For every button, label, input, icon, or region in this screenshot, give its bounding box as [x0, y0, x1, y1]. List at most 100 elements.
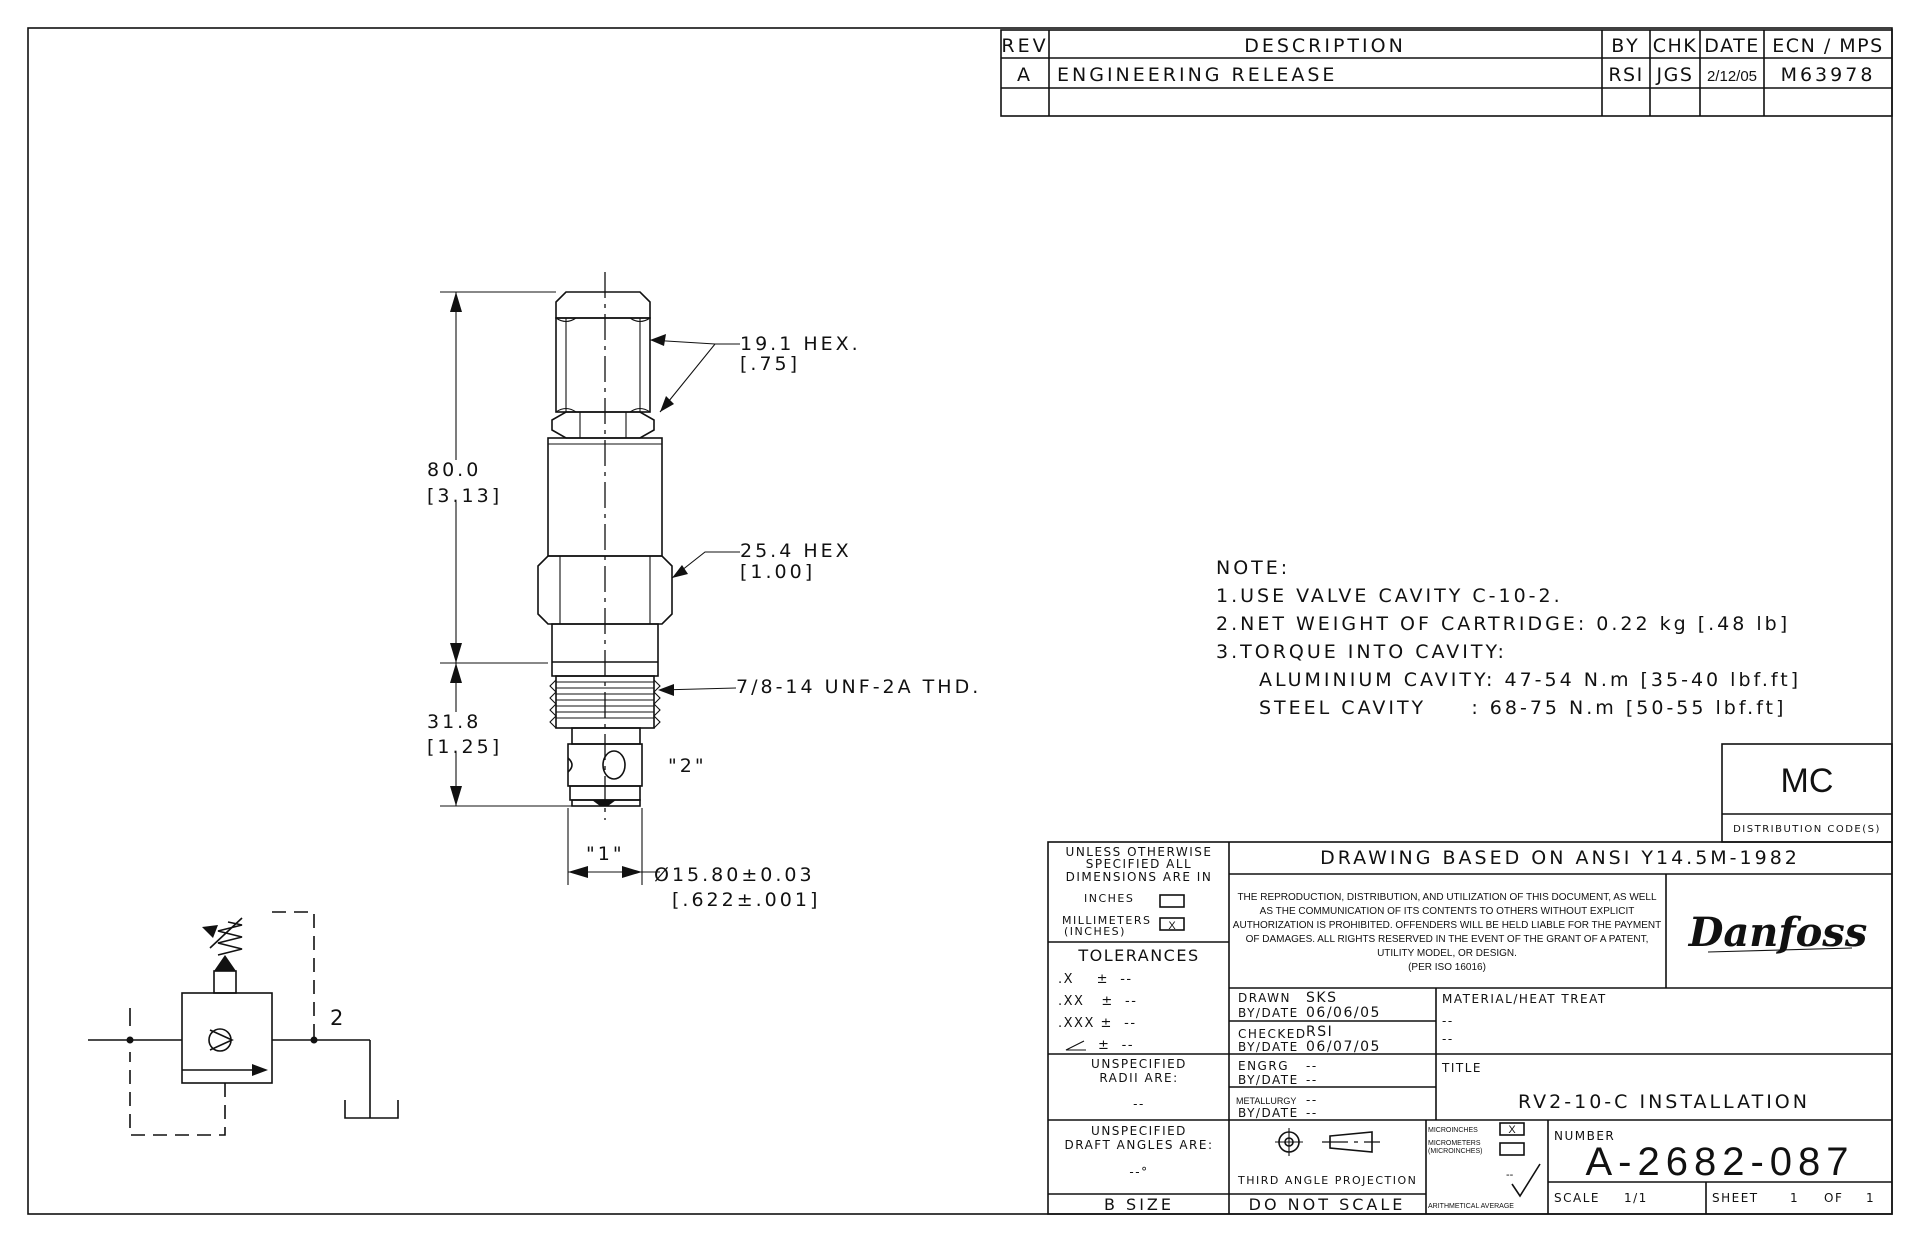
radii-value: --	[1133, 1097, 1145, 1111]
lower-length-in: [1.25]	[427, 736, 502, 758]
tolerance-x: .X ± --	[1058, 972, 1133, 987]
revision-table: REV DESCRIPTION BY CHK DATE ECN / MPS A …	[1000, 29, 1893, 117]
mm-checkbox	[1159, 917, 1185, 931]
distribution-code: MC	[1781, 762, 1834, 800]
metallurgy-label: METALLURGY	[1236, 1096, 1296, 1106]
units-note-2: SPECIFIED ALL	[1086, 857, 1193, 871]
port-2-label: "2"	[668, 755, 707, 777]
number-label: NUMBER	[1554, 1129, 1615, 1143]
legal-line-3: AUTHORIZATION IS PROHIBITED. OFFENDERS W…	[1233, 920, 1661, 931]
units-note-1: UNLESS OTHERWISE	[1066, 845, 1213, 859]
drawn-by: SKS	[1306, 990, 1337, 1006]
of-label: OF	[1824, 1191, 1843, 1205]
material-value-1: --	[1442, 1014, 1454, 1028]
radii-heading-1: UNSPECIFIED	[1091, 1057, 1187, 1071]
checked-by: RSI	[1306, 1024, 1333, 1040]
dimension-labels: 80.0 [3.13] 31.8 [1.25] 19.1 HEX. [.75] …	[427, 333, 981, 911]
angle-icon	[1065, 1040, 1086, 1051]
sheet-size: B SIZE	[1104, 1195, 1174, 1214]
overall-length-mm: 80.0	[427, 459, 481, 481]
finish-micrometers: MICROMETERS	[1428, 1140, 1481, 1147]
ecn-value: M63978	[1781, 64, 1876, 86]
checked-date: 06/07/05	[1306, 1039, 1381, 1055]
chk-header: CHK	[1653, 35, 1698, 57]
title-block: UNLESS OTHERWISE SPECIFIED ALL DIMENSION…	[1047, 841, 1893, 1215]
by-value: RSI	[1608, 64, 1643, 86]
draft-value: --°	[1129, 1165, 1148, 1179]
drawn-date: 06/06/05	[1306, 1005, 1381, 1021]
tolerance-angle: ± --	[1098, 1038, 1134, 1053]
legal-line-2: AS THE COMMUNICATION OF ITS CONTENTS TO …	[1260, 906, 1635, 917]
sheet-border	[27, 27, 1893, 1215]
hydraulic-schematic: 2	[88, 911, 399, 1136]
large-hex-in: [1.00]	[740, 561, 815, 583]
legal-line-1: THE REPRODUCTION, DISTRIBUTION, AND UTIL…	[1237, 892, 1657, 903]
inches-checkbox	[1159, 894, 1185, 908]
finish-microinches: MICROINCHES	[1428, 1127, 1478, 1134]
note-2: 2.NET WEIGHT OF CARTRIDGE: 0.22 kg [.48 …	[1216, 613, 1790, 635]
drawn-bydate-label: BY/DATE	[1238, 1006, 1299, 1020]
small-hex-mm: 19.1 HEX.	[740, 333, 861, 355]
legal-line-4: OF DAMAGES. ALL RIGHTS RESERVED IN THE E…	[1246, 934, 1649, 945]
overall-length-in: [3.13]	[427, 485, 502, 507]
drawing-number: A-2682-087	[1585, 1140, 1854, 1184]
description-header: DESCRIPTION	[1244, 35, 1406, 57]
draft-heading-2: DRAFT ANGLES ARE:	[1065, 1138, 1214, 1152]
rev-value: A	[1017, 64, 1033, 86]
legal-line-6: (PER ISO 16016)	[1408, 962, 1486, 973]
tolerances-heading: TOLERANCES	[1077, 946, 1199, 965]
danfoss-logo: Danfoss	[1688, 909, 1868, 956]
projection-label: THIRD ANGLE PROJECTION	[1237, 1174, 1417, 1187]
distribution-code-label: DISTRIBUTION CODE(S)	[1733, 824, 1881, 835]
material-value-2: --	[1442, 1032, 1454, 1046]
dimension-lines	[440, 291, 740, 885]
units-inches: INCHES	[1084, 892, 1134, 905]
date-value: 2/12/05	[1707, 68, 1757, 85]
engrg-label: ENGRG	[1238, 1059, 1289, 1073]
checked-bydate-label: BY/DATE	[1238, 1040, 1299, 1054]
note-3: 3.TORQUE INTO CAVITY:	[1216, 641, 1507, 663]
drawing-title: RV2-10-C INSTALLATION	[1518, 1091, 1810, 1113]
thread-spec: 7/8-14 UNF-2A THD.	[736, 676, 981, 698]
units-inches-paren: (INCHES)	[1064, 925, 1126, 938]
note-1: 1.USE VALVE CAVITY C-10-2.	[1216, 585, 1563, 607]
note-3-steel: STEEL CAVITY : 68-75 N.m [50-55 lbf.ft]	[1259, 697, 1786, 719]
distribution-code-box: MC DISTRIBUTION CODE(S)	[1721, 743, 1893, 843]
microinch-check-mark: X	[1508, 1124, 1516, 1136]
metallurgy-date: --	[1306, 1106, 1318, 1120]
by-header: BY	[1611, 35, 1641, 57]
note-3-aluminium: ALUMINIUM CAVITY: 47-54 N.m [35-40 lbf.f…	[1259, 669, 1801, 691]
mm-check-mark: X	[1168, 920, 1176, 932]
metallurgy-value: --	[1306, 1093, 1318, 1107]
draft-heading-1: UNSPECIFIED	[1091, 1124, 1187, 1138]
scale-value: 1/1	[1624, 1191, 1648, 1205]
diameter-mm: Ø15.80±0.03	[654, 864, 815, 886]
metallurgy-bydate-label: BY/DATE	[1238, 1106, 1299, 1120]
radii-heading-2: RADII ARE:	[1099, 1071, 1178, 1085]
surface-finish-icon	[1511, 1163, 1541, 1198]
drawn-label: DRAWN	[1238, 991, 1291, 1005]
notes: NOTE: 1.USE VALVE CAVITY C-10-2. 2.NET W…	[1216, 557, 1801, 719]
notes-heading: NOTE:	[1216, 557, 1290, 579]
engrg-date: --	[1306, 1073, 1318, 1087]
rev-header: REV	[1001, 35, 1048, 57]
engrg-bydate-label: BY/DATE	[1238, 1073, 1299, 1087]
arithmetical-average: ARITHMETICAL AVERAGE	[1428, 1203, 1514, 1210]
description-value: ENGINEERING RELEASE	[1057, 64, 1337, 86]
tolerance-xxx: .XXX ± --	[1058, 1016, 1137, 1031]
small-hex-in: [.75]	[740, 353, 800, 375]
large-hex-mm: 25.4 HEX	[740, 540, 852, 562]
units-mm: MILLIMETERS	[1062, 914, 1151, 927]
title-label: TITLE	[1441, 1061, 1482, 1075]
finish-value: --	[1506, 1169, 1514, 1181]
port-1-label: "1"	[586, 843, 625, 865]
ecn-header: ECN / MPS	[1772, 35, 1883, 57]
diameter-in: [.622±.001]	[672, 889, 820, 911]
finish-microinches-paren: (MICROINCHES)	[1428, 1148, 1482, 1155]
chk-value: JGS	[1656, 64, 1694, 86]
tolerance-xx: .XX ± --	[1058, 994, 1137, 1009]
checked-label: CHECKED	[1238, 1027, 1307, 1041]
sheet-label: SHEET	[1712, 1191, 1759, 1205]
legal-line-5: UTILITY MODEL, OR DESIGN.	[1377, 948, 1517, 959]
